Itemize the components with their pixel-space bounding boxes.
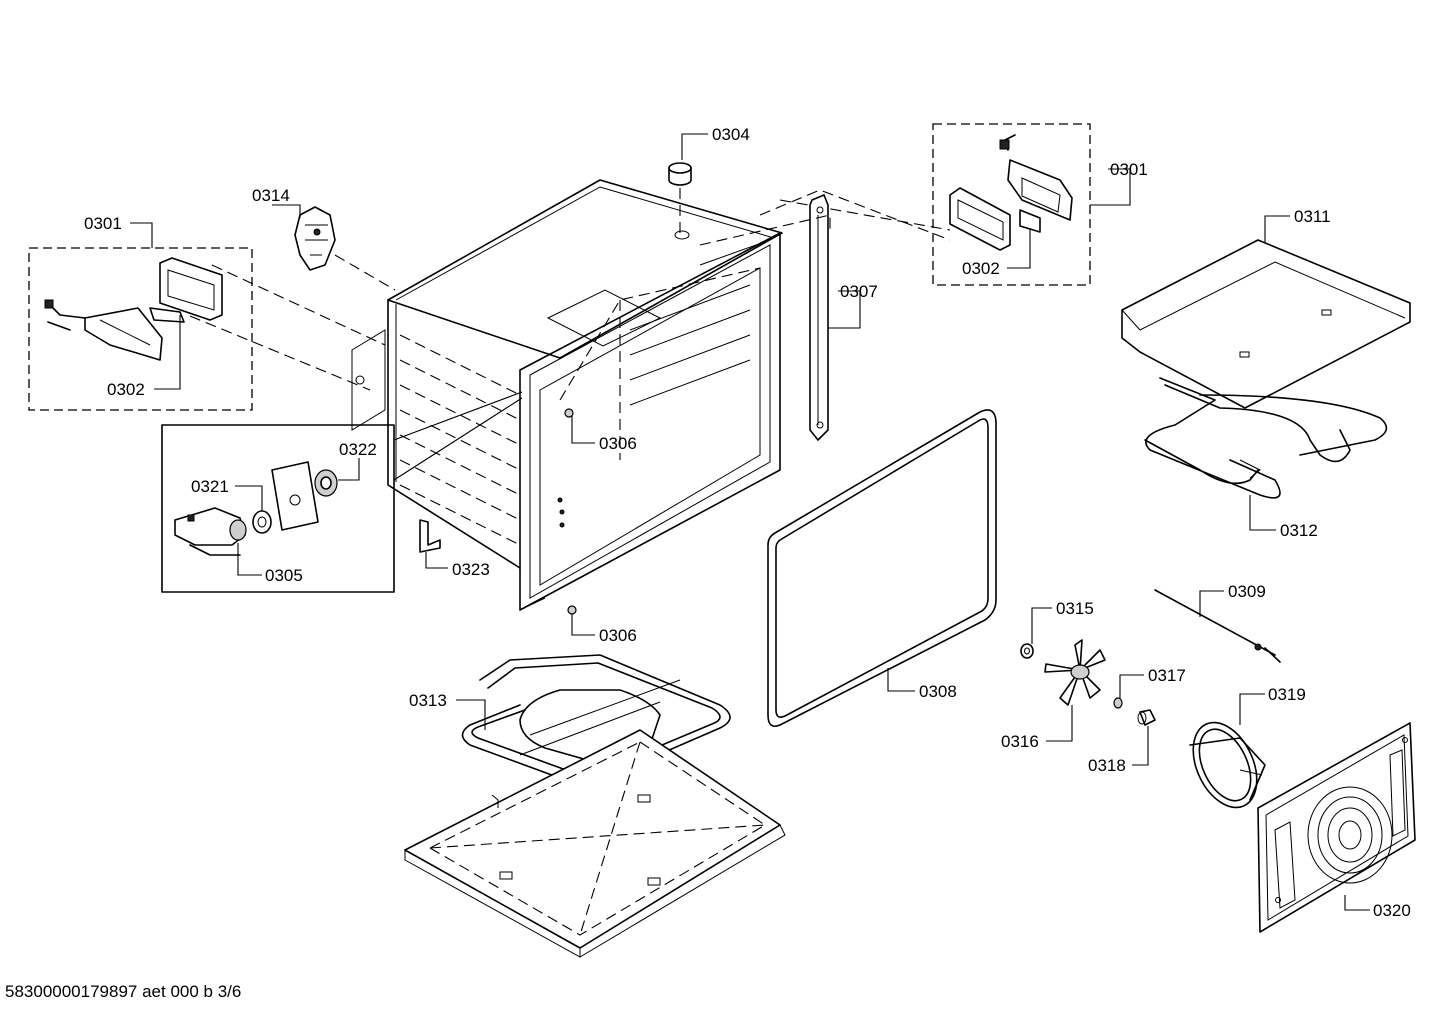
callout-0306-top: 0306 <box>599 434 637 453</box>
part-0312-grill-element <box>1144 377 1388 499</box>
callout-0316: 0316 <box>1001 732 1039 751</box>
callout-labels: 0301 0302 0314 0304 0301 0302 0311 0307 … <box>84 125 1411 920</box>
callout-0301-right: 0301 <box>1110 160 1148 179</box>
callout-0322: 0322 <box>339 440 377 459</box>
callout-0312: 0312 <box>1280 521 1318 540</box>
part-0304-socket <box>668 162 692 240</box>
part-0319-ring-heater <box>1189 721 1266 809</box>
part-0320-rear-panel <box>1257 722 1416 933</box>
callout-0307: 0307 <box>840 282 878 301</box>
callout-0311: 0311 <box>1294 207 1331 226</box>
callout-0306-bottom: 0306 <box>599 626 637 645</box>
callout-0318: 0318 <box>1088 756 1126 775</box>
callout-0317: 0317 <box>1148 666 1186 685</box>
callout-0302-right: 0302 <box>962 259 1000 278</box>
part-0308-door-seal <box>767 409 997 728</box>
callout-0308: 0308 <box>919 682 957 701</box>
part-0315-washer <box>1020 643 1034 659</box>
callout-0309: 0309 <box>1228 582 1266 601</box>
lamp-assembly-right <box>759 123 1091 286</box>
callout-0302-left: 0302 <box>107 380 145 399</box>
callout-0321: 0321 <box>191 477 229 496</box>
part-bottom-plate <box>404 729 786 958</box>
lamp-assembly-left <box>28 247 386 411</box>
part-0314-hinge <box>294 206 396 291</box>
callout-0323: 0323 <box>452 560 490 579</box>
part-0316-fan-blade <box>1044 639 1106 706</box>
callout-0313: 0313 <box>409 691 447 710</box>
part-0311-cover-plate <box>1121 239 1411 409</box>
part-0323-clip <box>419 519 441 553</box>
callout-0314: 0314 <box>252 186 290 205</box>
part-0317-nut <box>1113 697 1123 709</box>
callout-0315: 0315 <box>1056 599 1094 618</box>
part-0318-bushing <box>1137 709 1156 726</box>
part-0309-sensor <box>1154 589 1281 663</box>
callout-0305: 0305 <box>265 566 303 585</box>
callout-0301-left: 0301 <box>84 214 122 233</box>
callout-0320: 0320 <box>1373 901 1411 920</box>
detail-box <box>161 391 523 593</box>
oven-cavity <box>351 179 783 611</box>
callout-0319: 0319 <box>1268 685 1306 704</box>
callout-0304: 0304 <box>712 125 750 144</box>
document-code: 58300000179897 aet 000 b 3/6 <box>5 982 241 1001</box>
part-0307-side-rail <box>699 194 831 441</box>
leader-lines <box>130 133 1370 911</box>
part-0306-screws <box>557 408 577 615</box>
